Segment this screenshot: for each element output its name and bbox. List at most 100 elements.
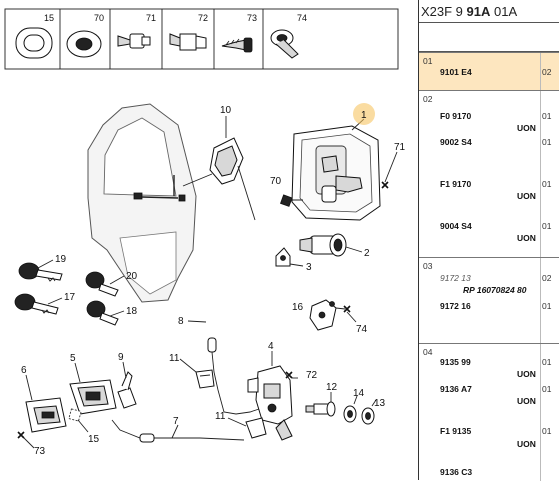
part-8-control-rod[interactable] <box>207 337 263 415</box>
thumb-label-72[interactable]: 72 <box>198 13 208 23</box>
part-qty: 01 <box>542 357 552 367</box>
part-4-lock-mechanism[interactable] <box>247 365 293 441</box>
part-qty: 01 <box>542 221 552 231</box>
group-04: 04 9135 99 01 UON 9136 A7 01 UON F1 9135… <box>419 343 559 481</box>
thumbnail-strip: 15 70 71 72 73 74 <box>4 8 399 70</box>
reference-header: X23F 9 91A 01A <box>419 0 559 22</box>
thumb-bolt-72-icon <box>169 33 207 51</box>
part-10-handle-cover[interactable] <box>209 137 244 185</box>
part-12-lock-bolt[interactable] <box>305 401 336 417</box>
part-code[interactable]: F1 9170 <box>440 179 472 189</box>
callout-4[interactable]: 4 <box>268 341 274 352</box>
thumb-rivet-74-icon <box>270 29 299 59</box>
part-code[interactable]: 9172 13 <box>440 273 471 283</box>
thumb-label-15[interactable]: 15 <box>44 13 54 23</box>
part-9-inner-lever[interactable] <box>117 371 137 409</box>
header-bold: 91A <box>466 4 491 19</box>
thumb-label-70[interactable]: 70 <box>94 13 104 23</box>
part-17-key[interactable] <box>14 293 59 315</box>
part-qty: 01 <box>542 301 552 311</box>
part-uon: UON <box>517 439 536 449</box>
part-code[interactable]: F1 9135 <box>440 426 472 436</box>
callout-12[interactable]: 12 <box>326 382 338 393</box>
part-73-screw-marker[interactable] <box>17 431 25 439</box>
part-19-key[interactable] <box>18 262 63 282</box>
thumb-screw-71-icon <box>117 33 151 49</box>
callout-72[interactable]: 72 <box>306 370 318 381</box>
callout-2[interactable]: 2 <box>364 248 370 259</box>
callout-20[interactable]: 20 <box>126 271 138 282</box>
thumb-label-71[interactable]: 71 <box>146 13 156 23</box>
callout-8[interactable]: 8 <box>178 316 184 327</box>
callout-3[interactable]: 3 <box>306 262 312 273</box>
part-71-screw-marker[interactable] <box>381 181 389 189</box>
part-uon: UON <box>517 191 536 201</box>
part-rp: RP 16070824 80 <box>463 285 527 295</box>
callout-11-lower[interactable]: 11 <box>215 411 226 422</box>
part-11-rod-clip-lower[interactable] <box>245 417 267 439</box>
group-number: 03 <box>423 261 433 271</box>
part-72-bolt-marker[interactable] <box>285 371 293 379</box>
part-code[interactable]: F0 9170 <box>440 111 472 121</box>
part-13-nut[interactable] <box>361 407 375 425</box>
parts-exploded-diagram: 15 70 71 72 73 74 <box>4 8 406 457</box>
part-1-exterior-handle[interactable] <box>291 125 381 221</box>
part-74-rivet-marker[interactable] <box>343 305 351 313</box>
thumb-label-73[interactable]: 73 <box>247 13 257 23</box>
callout-73[interactable]: 73 <box>34 446 46 457</box>
callout-15[interactable]: 15 <box>88 434 100 445</box>
part-qty: 01 <box>542 137 552 147</box>
door-outline <box>87 103 197 303</box>
part-code[interactable]: 9002 S4 <box>440 137 472 147</box>
thumb-label-74[interactable]: 74 <box>297 13 307 23</box>
callout-9[interactable]: 9 <box>118 352 124 363</box>
callout-71[interactable]: 71 <box>394 142 406 153</box>
group-03: 03 9172 13 02 RP 16070824 80 9172 16 01 <box>419 257 559 344</box>
callout-13[interactable]: 13 <box>374 398 386 409</box>
thumb-washer-icon <box>66 30 102 58</box>
callout-19[interactable]: 19 <box>55 254 67 265</box>
part-15-grommet[interactable] <box>68 408 82 422</box>
part-70-washer[interactable] <box>280 194 293 207</box>
part-code[interactable]: 9004 S4 <box>440 221 472 231</box>
part-3-retaining-clip[interactable] <box>275 247 291 267</box>
callout-1[interactable]: 1 <box>361 110 367 121</box>
group-number: 02 <box>423 94 433 104</box>
part-2-lock-barrel[interactable] <box>299 233 347 257</box>
callout-18[interactable]: 18 <box>126 306 138 317</box>
part-code[interactable]: 9136 C3 <box>440 467 473 477</box>
group-02: 02 F0 9170 01 UON 9002 S4 01 F1 9170 01 … <box>419 90 559 258</box>
part-qty: 01 <box>542 384 552 394</box>
part-uon: UON <box>517 369 536 379</box>
part-20-key[interactable] <box>85 271 119 297</box>
part-14-washer[interactable] <box>343 405 357 423</box>
part-uon: UON <box>517 233 536 243</box>
part-6-inner-handle[interactable] <box>25 397 67 433</box>
callout-11-upper[interactable]: 11 <box>169 353 180 364</box>
callout-10[interactable]: 10 <box>220 105 232 116</box>
part-uon: UON <box>517 396 536 406</box>
part-18-key[interactable] <box>86 300 119 326</box>
part-7-connecting-rod[interactable] <box>111 419 245 443</box>
callout-70[interactable]: 70 <box>270 176 282 187</box>
selected-row-highlight <box>419 52 559 90</box>
thumb-screw-73-icon <box>221 37 253 53</box>
callout-14[interactable]: 14 <box>353 388 365 399</box>
part-16-striker-plate[interactable] <box>309 299 337 331</box>
callout-5[interactable]: 5 <box>70 353 76 364</box>
part-11-rod-clip-upper[interactable] <box>195 369 215 389</box>
part-5-inner-handle-housing[interactable] <box>69 379 117 415</box>
thumb-grommet-icon <box>15 27 53 59</box>
callout-7[interactable]: 7 <box>173 416 179 427</box>
callout-17[interactable]: 17 <box>64 292 76 303</box>
callout-74[interactable]: 74 <box>356 324 368 335</box>
part-code[interactable]: 9135 99 <box>440 357 471 367</box>
callout-16[interactable]: 16 <box>292 302 304 313</box>
group-number: 04 <box>423 347 433 357</box>
part-code[interactable]: 9172 16 <box>440 301 471 311</box>
part-qty: 02 <box>542 67 552 77</box>
part-code[interactable]: 9136 A7 <box>440 384 472 394</box>
callout-6[interactable]: 6 <box>21 365 27 376</box>
header-prefix: X23F 9 <box>421 4 467 19</box>
part-code[interactable]: 9101 E4 <box>440 67 472 77</box>
